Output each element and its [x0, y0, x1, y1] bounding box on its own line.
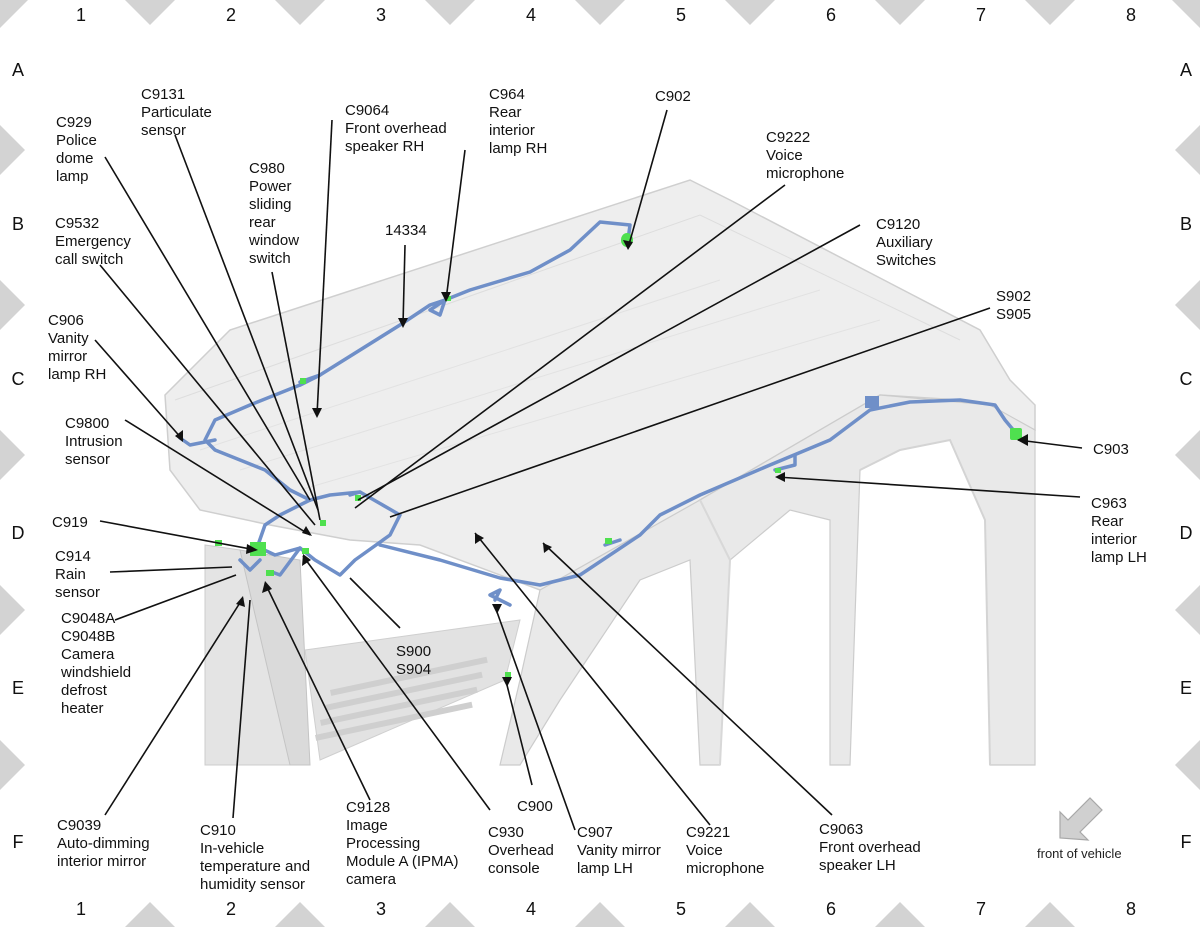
- grid-col-1-bottom: 1: [75, 899, 86, 919]
- harness-number-14334: 14334: [385, 222, 427, 239]
- callout-c9128: C9128 Image Processing Module A (IPMA) c…: [346, 799, 459, 888]
- grid-col-5-top: 5: [675, 5, 686, 25]
- callout-c9221: C9221 Voice microphone: [686, 824, 765, 877]
- grid-row-c-left: C: [11, 369, 25, 389]
- grid-row-e-left: E: [11, 678, 24, 698]
- callout-c9039: C9039 Auto-dimming interior mirror: [57, 817, 150, 870]
- callout-c980: C980 Power sliding rear window switch: [249, 160, 300, 267]
- callout-c930: C930 Overhead console: [488, 824, 554, 877]
- leader-lines: [94, 109, 1083, 831]
- grid-col-7-bottom: 7: [975, 899, 986, 919]
- grid-row-a-right: A: [1179, 60, 1192, 80]
- grid-col-2-bottom: 2: [225, 899, 236, 919]
- grid-col-4-top: 4: [525, 5, 536, 25]
- callout-c9120: C9120 Auxiliary Switches: [876, 216, 937, 269]
- callout-c9048: C9048A C9048B Camera windshield defrost …: [61, 610, 132, 717]
- grid-col-3-bottom: 3: [375, 899, 386, 919]
- callout-c910: C910 In-vehicle temperature and humidity…: [200, 822, 311, 893]
- callout-c900: C900: [517, 798, 553, 815]
- grid-row-b-right: B: [1179, 214, 1192, 234]
- callout-c906: C906 Vanity mirror lamp RH: [48, 312, 107, 383]
- grid-col-8-bottom: 8: [1125, 899, 1136, 919]
- grid-row-a-left: A: [11, 60, 24, 80]
- callout-c9063: C9063 Front overhead speaker LH: [819, 821, 921, 874]
- grid-row-d-right: D: [1179, 523, 1193, 543]
- callout-c9064: C9064 Front overhead speaker RH: [345, 102, 447, 155]
- callout-c919: C919: [52, 514, 88, 531]
- grid-row-b-left: B: [11, 214, 24, 234]
- callout-c963: C963 Rear interior lamp LH: [1091, 495, 1147, 566]
- callout-c9532: C9532 Emergency call switch: [55, 215, 131, 268]
- grid-col-3-top: 3: [375, 5, 386, 25]
- grid-row-f-left: F: [12, 832, 24, 852]
- callout-c907: C907 Vanity mirror lamp LH: [577, 824, 661, 877]
- grid-row-c-right: C: [1179, 369, 1193, 389]
- front-arrow-icon: [1059, 797, 1103, 841]
- grid-col-4-bottom: 4: [525, 899, 536, 919]
- wiring-harness: [178, 220, 1017, 607]
- callout-c914: C914 Rain sensor: [55, 548, 101, 601]
- grid-row-e-right: E: [1179, 678, 1192, 698]
- front-of-vehicle-label: front of vehicle: [1037, 846, 1122, 861]
- callout-c9800: C9800 Intrusion sensor: [65, 415, 123, 468]
- grid-col-6-bottom: 6: [825, 899, 836, 919]
- grid-col-6-top: 6: [825, 5, 836, 25]
- callout-c9131: C9131 Particulate sensor: [141, 86, 212, 139]
- grid-col-7-top: 7: [975, 5, 986, 25]
- callout-c9222: C9222 Voice microphone: [766, 129, 845, 182]
- grid-col-5-bottom: 5: [675, 899, 686, 919]
- callout-s900: S900 S904: [396, 643, 432, 678]
- grid-col-1-top: 1: [75, 5, 86, 25]
- callout-c929: C929 Police dome lamp: [56, 114, 97, 185]
- arrowheads: [175, 240, 1028, 687]
- grid-row-d-left: D: [11, 523, 25, 543]
- grid-col-8-top: 8: [1125, 5, 1136, 25]
- callout-c902: C902: [655, 88, 691, 105]
- grid-row-f-right: F: [1180, 832, 1192, 852]
- grid-col-2-top: 2: [225, 5, 236, 25]
- callout-s902: S902 S905: [996, 288, 1032, 323]
- callout-c964: C964 Rear interior lamp RH: [489, 86, 548, 157]
- callout-c903: C903: [1093, 441, 1129, 458]
